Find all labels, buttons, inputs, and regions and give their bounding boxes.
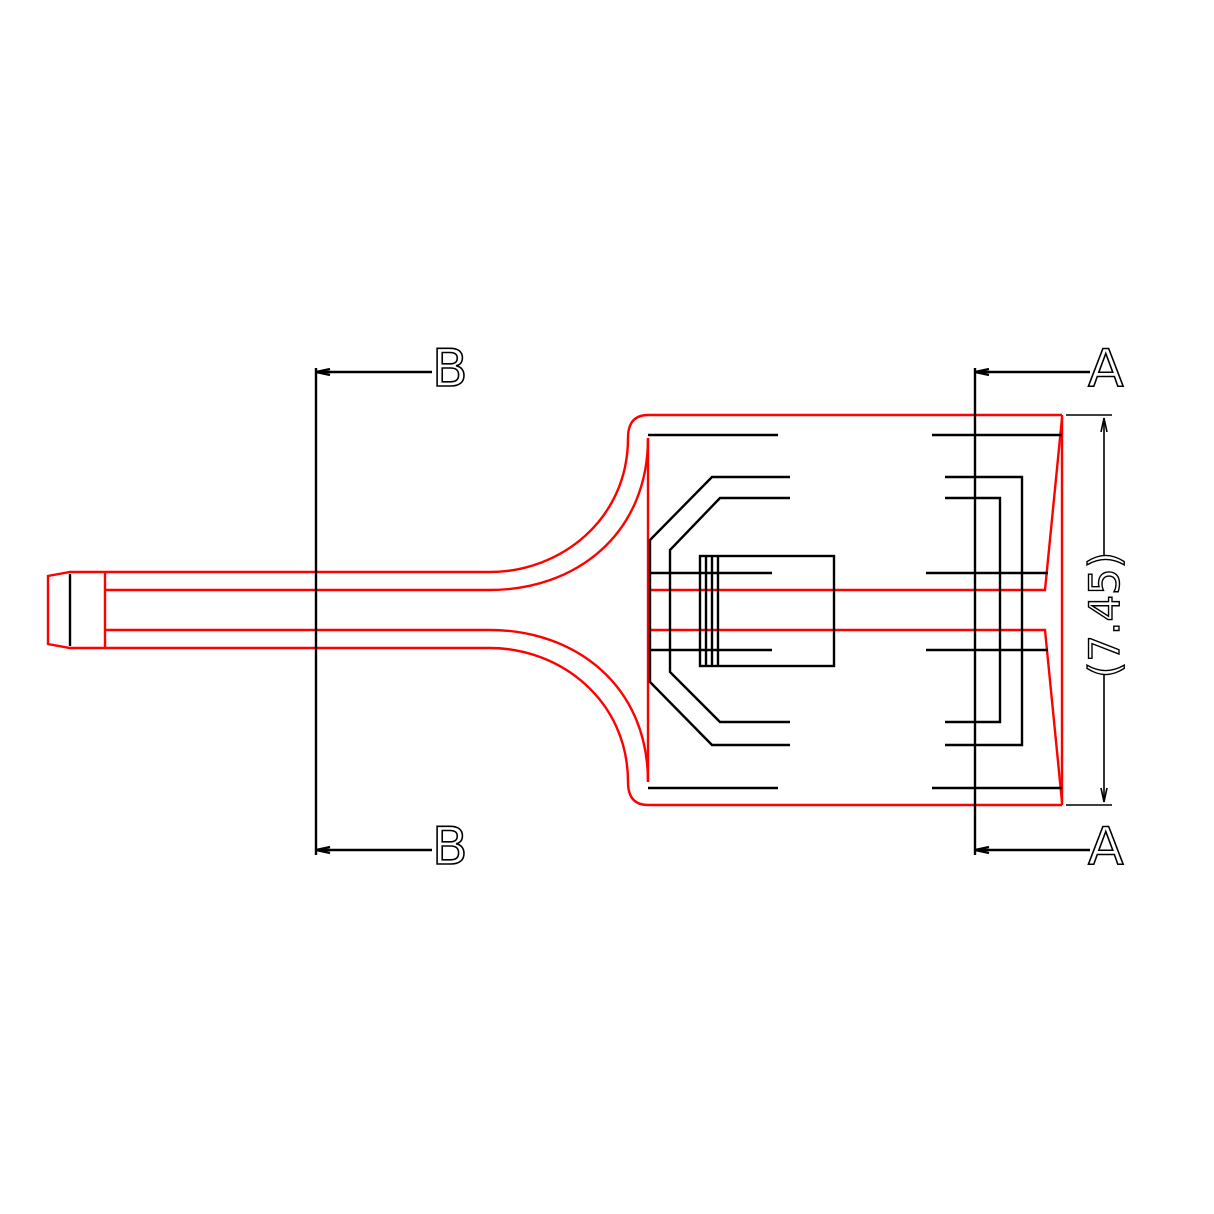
center-block: [698, 554, 836, 668]
section-b-bottom-label: B: [432, 817, 468, 877]
left-bracket-outer: [648, 475, 790, 747]
outer-contour-top: [46, 413, 1062, 600]
slot-lower: [648, 628, 1064, 803]
left-bracket-inner: [668, 496, 790, 724]
section-a-top-label: A: [1088, 339, 1124, 399]
right-bracket-outer: [945, 475, 1024, 747]
section-a-bottom-label: A: [1088, 817, 1124, 877]
height-dimension: (7.45): [1066, 414, 1130, 806]
slot-upper: [648, 417, 1064, 592]
section-a-arrowhead-top: [974, 367, 990, 377]
dim-arrowhead-bottom: [1100, 787, 1108, 803]
dimension-value: (7.45): [1080, 552, 1129, 678]
inner-contour-bottom: [105, 628, 650, 783]
section-a-arrowhead-bottom: [974, 845, 990, 855]
internal-features: [68, 433, 1062, 790]
section-b-arrowhead-top: [315, 367, 331, 377]
part-outline: [46, 413, 1064, 807]
section-b-top-label: B: [432, 339, 468, 399]
section-a-cut: A A: [973, 338, 1125, 878]
section-b-arrowhead-bottom: [315, 845, 331, 855]
dim-arrowhead-top: [1100, 417, 1108, 433]
right-bracket-inner: [945, 496, 1002, 724]
inner-contour-top: [105, 437, 650, 592]
outer-contour-bottom: [46, 600, 1062, 807]
section-b-cut: B B: [314, 338, 468, 878]
